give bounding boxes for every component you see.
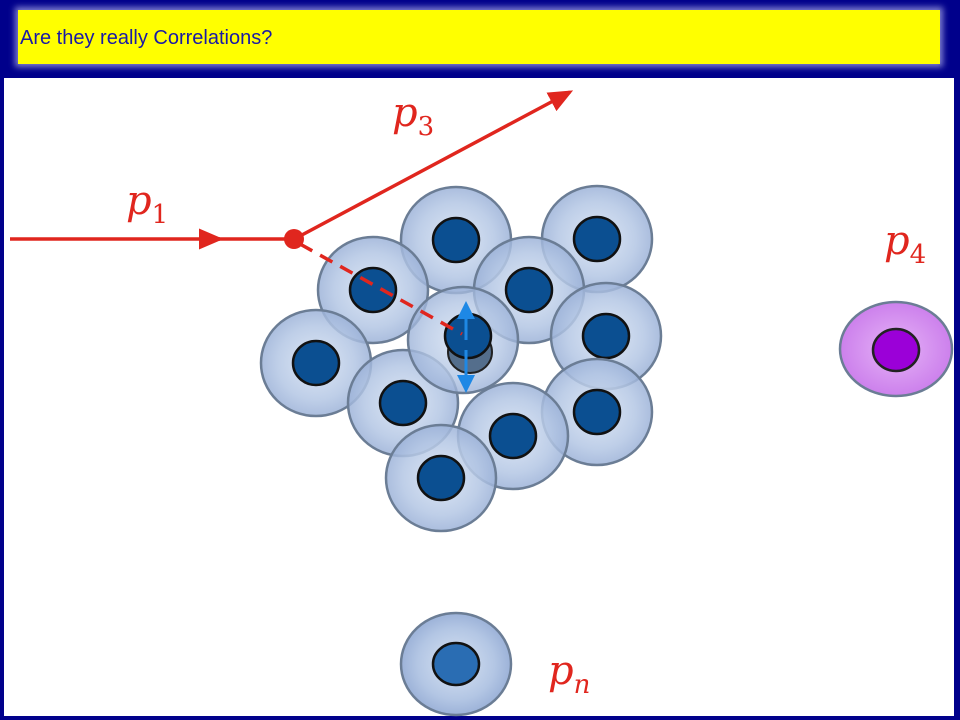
- label-p4: p4: [884, 218, 926, 270]
- struck-nucleon: [406, 285, 520, 395]
- exchange-line: [299, 242, 463, 336]
- slide-title: Are they really Correlations?: [20, 27, 273, 49]
- outgoing-track: [299, 90, 574, 238]
- nucleon: [540, 357, 654, 467]
- nucleus-cluster: [259, 184, 663, 533]
- title-bar: Are they really Correlations?: [18, 10, 940, 64]
- label-pn: pn: [548, 648, 590, 700]
- nucleon: [384, 423, 498, 533]
- probe-p4: [838, 300, 954, 398]
- label-p3: p3: [392, 90, 434, 142]
- interaction-vertex: [284, 229, 304, 249]
- nucleon-pn: [399, 611, 513, 717]
- nucleon: [259, 308, 373, 418]
- label-p1: p1: [126, 178, 168, 230]
